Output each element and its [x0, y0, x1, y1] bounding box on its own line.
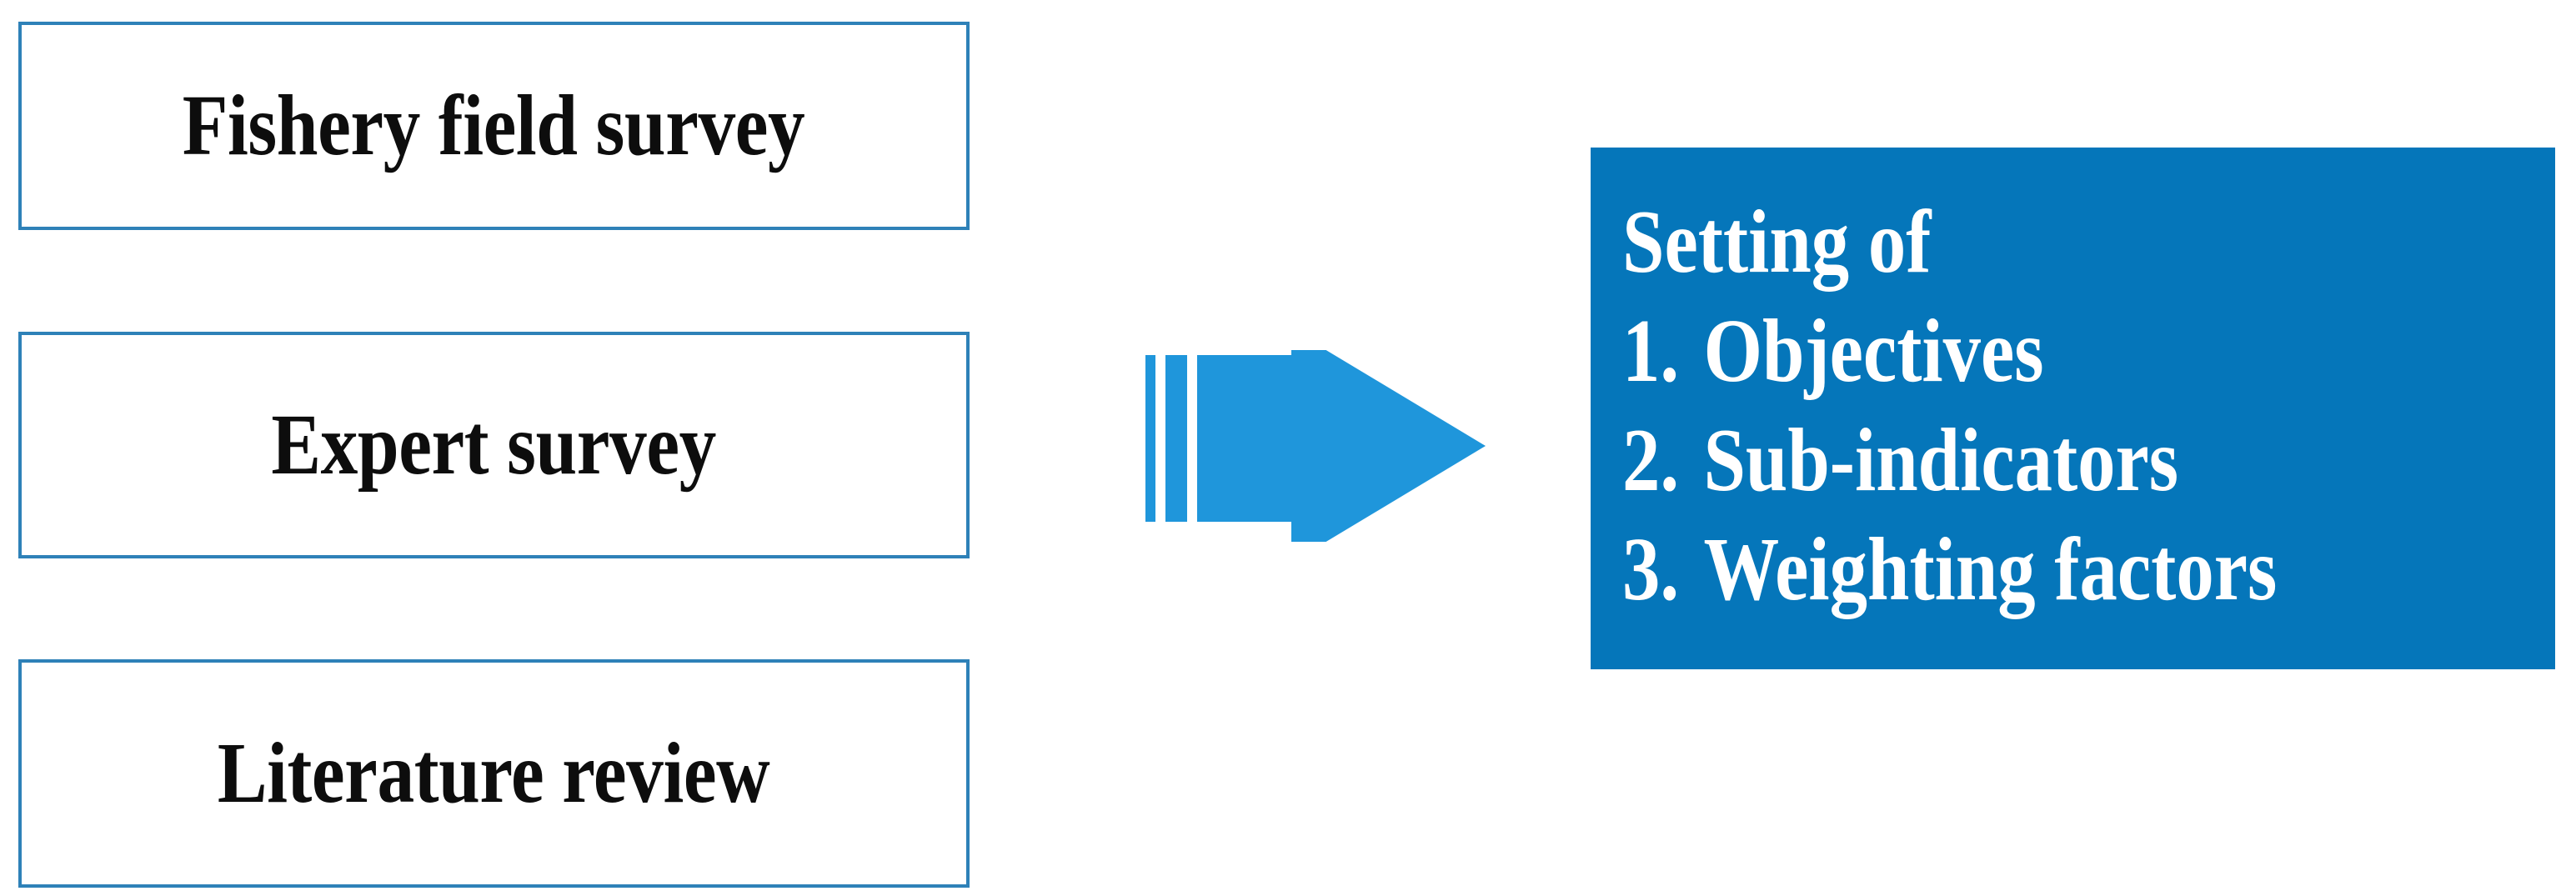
- input-box-literature-review[interactable]: Literature review: [18, 659, 970, 888]
- outcome-item-number: 2.: [1622, 411, 1680, 510]
- input-box-fishery-field-survey[interactable]: Fishery field survey: [18, 22, 970, 230]
- arrow-motion-line-2: [1165, 355, 1187, 522]
- arrow-motion-line-1: [1145, 355, 1155, 522]
- outcome-panel[interactable]: Setting of 1. Objectives 2. Sub-indicato…: [1591, 148, 2555, 669]
- outcome-item-text: Objectives: [1703, 302, 2044, 401]
- arrow-body: [1197, 350, 1486, 542]
- input-box-label: Literature review: [218, 725, 770, 821]
- input-box-expert-survey[interactable]: Expert survey: [18, 332, 970, 558]
- outcome-list: 1. Objectives 2. Sub-indicators 3. Weigh…: [1622, 297, 2555, 624]
- right-arrow-icon: [1145, 350, 1486, 542]
- outcome-item-text: Weighting factors: [1703, 520, 2278, 619]
- flow-connector: [1142, 350, 1496, 542]
- outcome-list-item: 2. Sub-indicators: [1622, 406, 2406, 515]
- outcome-list-item: 1. Objectives: [1622, 297, 2406, 406]
- outcome-item-number: 3.: [1622, 520, 1680, 619]
- outcome-item-number: 1.: [1622, 302, 1680, 401]
- outcome-heading: Setting of: [1622, 193, 1932, 292]
- outcome-list-item: 3. Weighting factors: [1622, 515, 2406, 624]
- outcome-item-text: Sub-indicators: [1703, 411, 2179, 510]
- input-box-label: Expert survey: [271, 397, 717, 493]
- input-box-label: Fishery field survey: [183, 78, 805, 173]
